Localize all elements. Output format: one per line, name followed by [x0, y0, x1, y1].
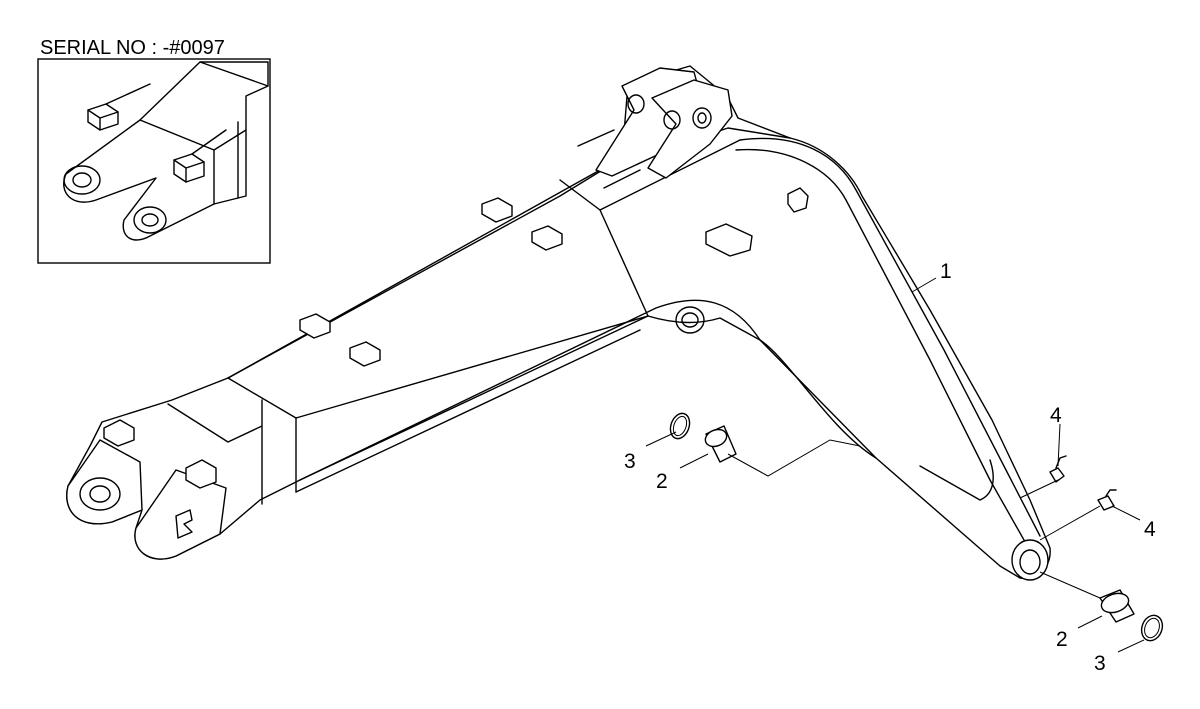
seal-lower [1140, 614, 1164, 642]
callout-2-upper: 2 [656, 470, 668, 493]
serial-number-label: SERIAL NO : -#0097 [40, 37, 225, 59]
callout-4-lower: 4 [1144, 518, 1156, 541]
boom-assembly [66, 65, 1051, 581]
callout-1: 1 [940, 260, 952, 283]
boom-foot-boss [1011, 539, 1049, 581]
seal-upper [669, 412, 691, 440]
bushing-lower [1099, 589, 1135, 623]
grease-fitting-upper [1049, 455, 1067, 483]
callout-numbers: 1 2 3 4 4 2 3 [624, 260, 1156, 675]
grease-fitting-lower [1097, 489, 1117, 511]
callout-4-upper: 4 [1050, 404, 1062, 427]
inset-boom-end [63, 61, 269, 241]
callout-3-upper: 3 [624, 450, 636, 473]
inset-detail: SERIAL NO : -#0097 [37, 37, 271, 264]
leader-lines [645, 277, 1145, 653]
callout-2-lower: 2 [1056, 628, 1068, 651]
inset-frame [37, 58, 271, 264]
bushing-upper [704, 425, 737, 463]
callout-3-lower: 3 [1094, 652, 1106, 675]
